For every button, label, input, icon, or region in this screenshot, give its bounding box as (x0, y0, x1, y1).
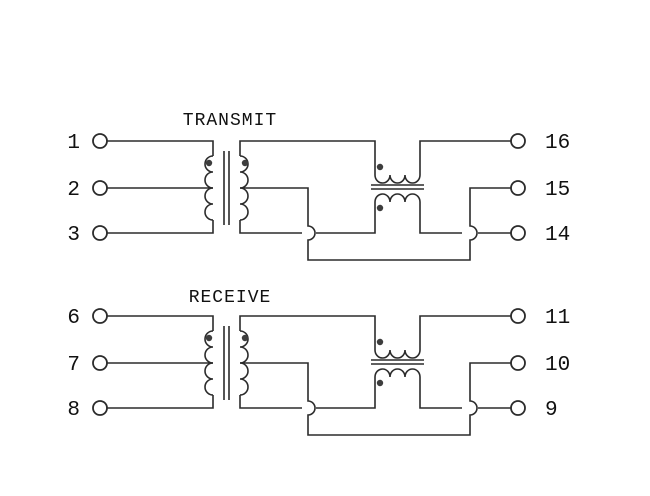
transmit-title: TRANSMIT (183, 111, 277, 131)
receive-title: RECEIVE (189, 288, 272, 308)
receive-circuit: RECEIVE 6 7 8 11 10 9 (67, 288, 570, 436)
pin-9-terminal (510, 400, 526, 416)
pin-16-label: 16 (545, 132, 570, 155)
pin-8-terminal (92, 400, 108, 416)
pin-9-label: 9 (545, 399, 558, 422)
pin-1-label: 1 (67, 132, 80, 155)
pin-1-terminal (92, 133, 108, 149)
pin-10-terminal (510, 355, 526, 371)
pin-10-label: 10 (545, 354, 570, 377)
pin-8-label: 8 (67, 399, 80, 422)
pin-16-terminal (510, 133, 526, 149)
pin-7-terminal (92, 355, 108, 371)
pin-15-terminal (510, 180, 526, 196)
pin-6-terminal (92, 308, 108, 324)
transmit-circuit: TRANSMIT 1 2 3 16 15 14 (67, 111, 570, 261)
pin-7-label: 7 (67, 354, 80, 377)
pin-2-terminal (92, 180, 108, 196)
pin-14-label: 14 (545, 224, 570, 247)
pin-6-label: 6 (67, 307, 80, 330)
pin-11-terminal (510, 308, 526, 324)
pin-15-label: 15 (545, 179, 570, 202)
receive-wiring (106, 315, 512, 436)
pin-3-label: 3 (67, 224, 80, 247)
transmit-wiring (106, 140, 512, 261)
pin-14-terminal (510, 225, 526, 241)
pin-2-label: 2 (67, 179, 80, 202)
pin-3-terminal (92, 225, 108, 241)
pin-11-label: 11 (545, 307, 570, 330)
